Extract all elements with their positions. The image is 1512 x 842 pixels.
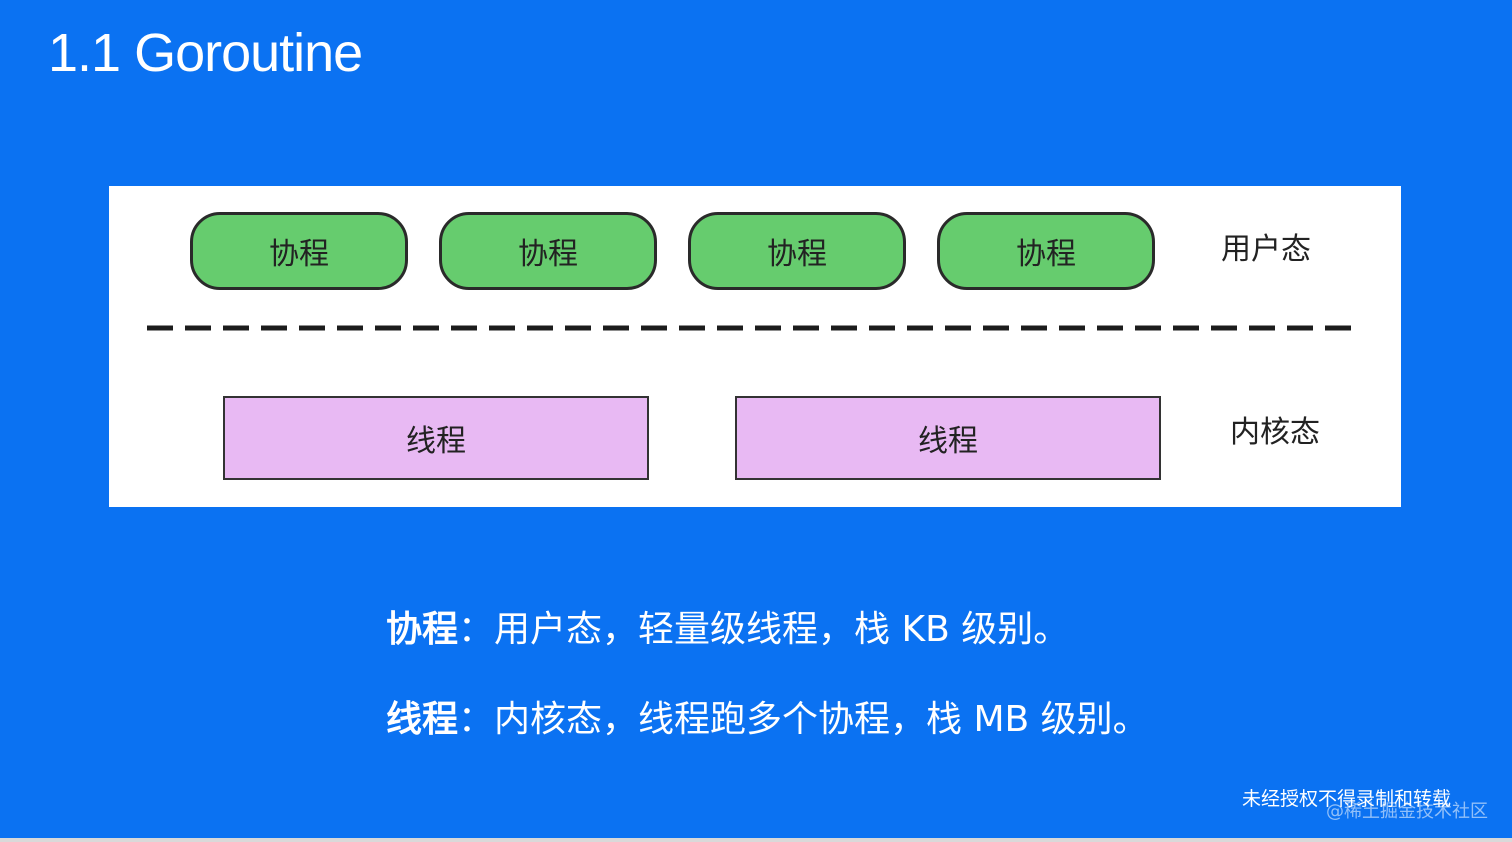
coroutine-description-text: 用户态，轻量级线程，栈 KB 级别。 xyxy=(494,609,1070,650)
slide-title: 1.1 Goroutine xyxy=(48,23,363,83)
term-separator: ： xyxy=(458,609,495,650)
coroutine-box: 协程 xyxy=(439,212,657,290)
coroutine-description: 协程：用户态，轻量级线程，栈 KB 级别。 xyxy=(386,600,1069,652)
coroutine-box: 协程 xyxy=(190,212,408,290)
coroutine-box: 协程 xyxy=(688,212,906,290)
platform-watermark: @稀土掘金技术社区 xyxy=(1326,801,1488,822)
coroutine-term: 协程 xyxy=(386,609,459,650)
thread-term: 线程 xyxy=(386,699,459,740)
kernel-mode-label: 内核态 xyxy=(1230,415,1320,450)
mode-divider xyxy=(147,325,1353,331)
term-separator: ： xyxy=(458,699,495,740)
thread-box: 线程 xyxy=(223,396,649,480)
thread-description-text: 内核态，线程跑多个协程，栈 MB 级别。 xyxy=(494,699,1149,740)
thread-box: 线程 xyxy=(735,396,1161,480)
bottom-edge xyxy=(0,838,1512,842)
user-mode-label: 用户态 xyxy=(1221,232,1311,267)
coroutine-box: 协程 xyxy=(937,212,1155,290)
goroutine-diagram: 协程 协程 协程 协程 用户态 线程 线程 内核态 xyxy=(109,186,1401,507)
thread-description: 线程：内核态，线程跑多个协程，栈 MB 级别。 xyxy=(386,690,1149,742)
copyright-notice: 未经授权不得录制和转载 xyxy=(1242,788,1452,810)
